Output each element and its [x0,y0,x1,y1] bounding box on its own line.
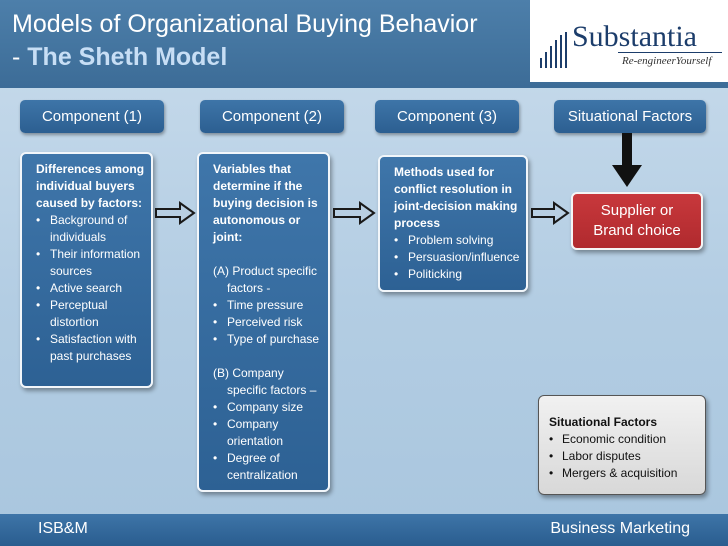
list-item: Type of purchase [213,331,322,348]
right-arrow-icon-1 [155,201,196,225]
component-2-group-a: (A) Product specific factors - [213,263,322,297]
header-component-1: Component (1) [20,100,164,133]
footer-left-label: ISB&M [38,520,88,537]
supplier-brand-choice-box: Supplier or Brand choice [571,192,703,250]
result-line-1: Supplier or [600,202,674,219]
title-line-2: - The Sheth Model [12,43,227,72]
title-subtitle: The Sheth Model [27,43,228,71]
component-1-lead: Differences among individual buyers caus… [36,162,145,210]
list-item: Background of individuals [36,212,145,246]
logo-tagline: Re-engineerYourself [622,55,712,67]
title-line-1: Models of Organizational Buying Behavior [12,10,478,38]
component-2-box: Variables that determine if the buying d… [197,152,330,492]
group-b-label: (B) Company specific factors – [213,366,317,397]
situational-factors-lead: Situational Factors [549,415,658,429]
list-item: Economic condition [549,431,699,448]
list-item: Company size [213,399,322,416]
component-2-list-b: Company size Company orientation Degree … [213,399,322,484]
header-component-3: Component (3) [375,100,519,133]
list-item: Time pressure [213,297,322,314]
down-arrow-icon [612,133,642,187]
list-item: Degree of centralization [213,450,322,484]
list-item: Active search [36,280,145,297]
header-component-2: Component (2) [200,100,344,133]
situational-factors-box: Situational Factors Economic condition L… [538,395,706,495]
component-3-box: Methods used for conflict resolution in … [378,155,528,292]
list-item: Labor disputes [549,448,699,465]
list-item: Problem solving [394,232,520,249]
component-2-lead: Variables that determine if the buying d… [213,162,318,244]
component-1-list: Background of individuals Their informat… [36,212,145,365]
logo-name: Substantia [572,20,697,53]
list-item: Satisfaction with past purchases [36,331,145,365]
logo-underline [618,52,722,53]
list-item: Persuasion/influence [394,249,520,266]
component-1-box: Differences among individual buyers caus… [20,152,153,388]
list-item: Perceived risk [213,314,322,331]
bar-graph-icon [540,32,567,68]
component-2-group-b: (B) Company specific factors – [213,365,322,399]
right-arrow-icon-2 [333,201,376,225]
list-item: Perceptual distortion [36,297,145,331]
result-line-2: Brand choice [593,222,681,239]
component-2-list-a: Time pressure Perceived risk Type of pur… [213,297,322,348]
right-arrow-icon-3 [531,201,570,225]
header-situational-factors: Situational Factors [554,100,706,133]
substantia-logo: Substantia Re-engineerYourself [530,0,728,82]
footer-right-label: Business Marketing [550,520,690,537]
list-item: Mergers & acquisition [549,465,699,482]
group-a-label: (A) Product specific factors - [213,264,318,295]
situational-factors-list: Economic condition Labor disputes Merger… [549,431,699,482]
footer-bar: ISB&M Business Marketing [0,514,728,546]
list-item: Company orientation [213,416,322,450]
title-dash: - [12,43,28,71]
list-item: Their information sources [36,246,145,280]
list-item: Politicking [394,266,520,283]
component-3-list: Problem solving Persuasion/influence Pol… [394,232,520,283]
component-3-lead: Methods used for conflict resolution in … [394,165,518,230]
